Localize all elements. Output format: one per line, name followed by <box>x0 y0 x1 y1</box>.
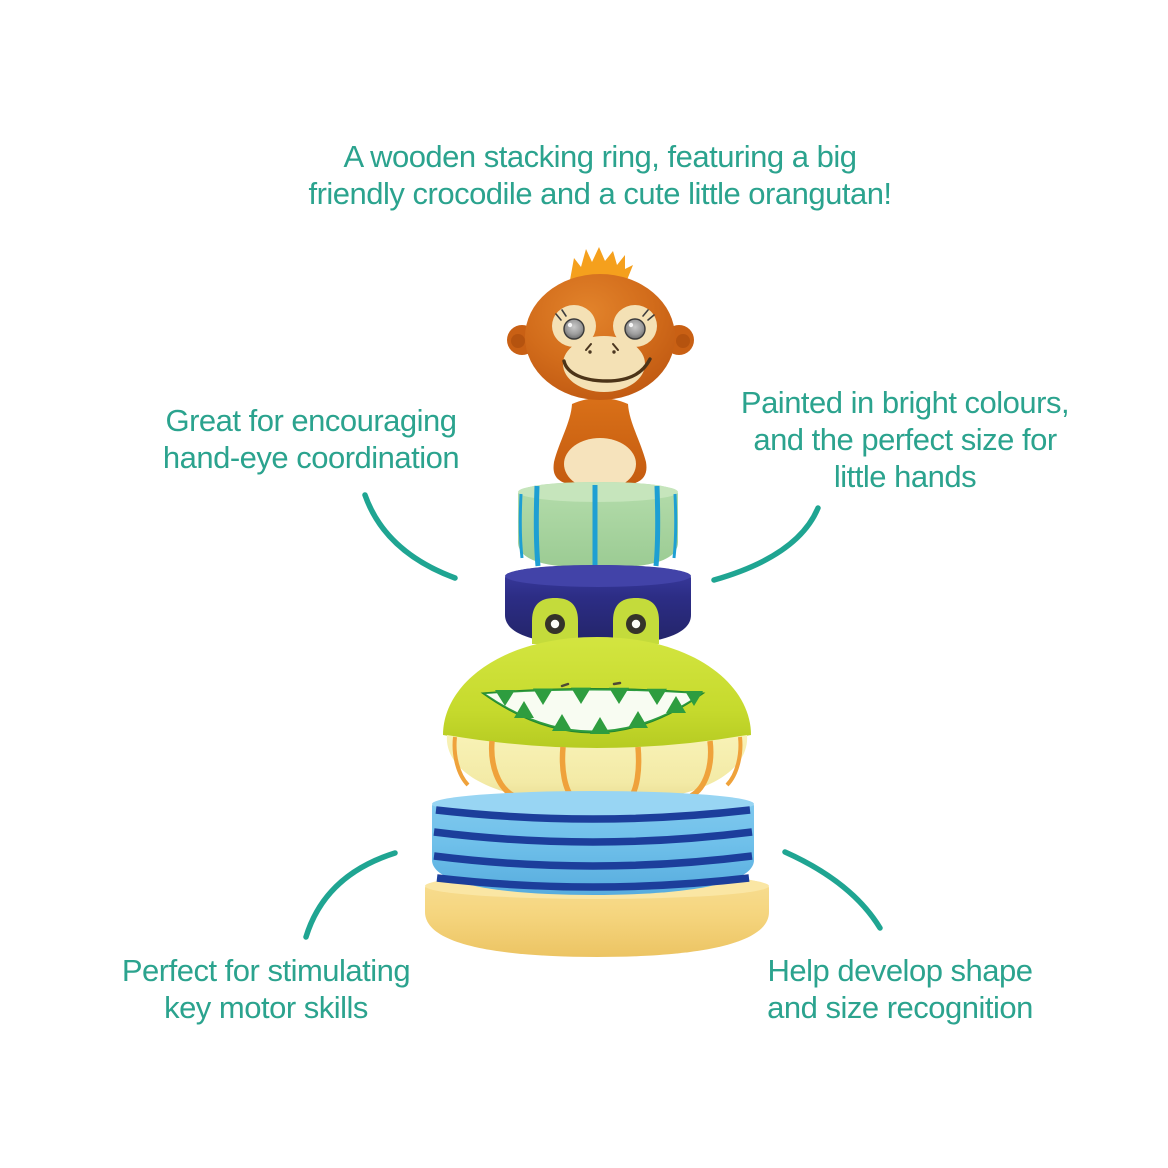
muzzle <box>563 336 645 392</box>
cream-ring-body <box>446 735 748 803</box>
blue-ring <box>432 791 754 895</box>
callout-curve-right <box>711 505 821 583</box>
mint-ring-top <box>518 482 678 502</box>
croc-teeth-band <box>486 690 700 731</box>
crocodile-eyes <box>532 598 659 644</box>
orangutan-eye-right <box>624 318 646 340</box>
orangutan-belly <box>564 438 636 487</box>
navy-ring-top <box>505 565 691 587</box>
lime-ring <box>443 637 751 749</box>
eye-glint-right <box>628 322 634 328</box>
mint-ring-side <box>518 482 678 568</box>
croc-pupil-left-center <box>550 619 560 629</box>
eyelashes <box>555 309 655 321</box>
headline: A wooden stacking ring, featuring a big … <box>308 139 892 211</box>
callout-motor-skills: Perfect for stimulating key motor skills <box>121 953 411 1025</box>
croc-teeth <box>495 687 703 734</box>
nostril-right <box>612 350 616 354</box>
orangutan-nose <box>585 343 619 351</box>
callout-shape-size: Help develop shape and size recognition <box>767 953 1033 1025</box>
eye-glint-left <box>567 322 573 328</box>
orangutan-eye-left <box>563 318 585 340</box>
blue-ring-stripes <box>433 806 753 891</box>
callout-curve-left <box>362 492 458 581</box>
croc-pupil-right-center <box>631 619 641 629</box>
navy-ring <box>505 565 691 645</box>
callout-hand-eye: Great for encouraging hand-eye coordinat… <box>162 403 460 475</box>
callout-curve-bottom-right <box>782 849 883 931</box>
mint-ring-stripes <box>518 485 678 567</box>
mint-ring <box>518 482 678 568</box>
orangutan-hair-icon <box>570 247 633 280</box>
orangutan-smile <box>562 357 652 383</box>
callout-bright-colours: Painted in bright colours, and the perfe… <box>740 385 1070 494</box>
orangutan-topper <box>507 247 694 487</box>
crocodile-smile <box>480 687 706 734</box>
ear-inner-right <box>676 334 690 348</box>
callout-curve-bottom-left <box>303 850 398 940</box>
croc-nostrils <box>560 681 622 688</box>
nostril-left <box>588 350 592 354</box>
product-illustration <box>425 247 769 957</box>
blue-ring-top <box>432 791 754 817</box>
ear-inner-left <box>511 334 525 348</box>
